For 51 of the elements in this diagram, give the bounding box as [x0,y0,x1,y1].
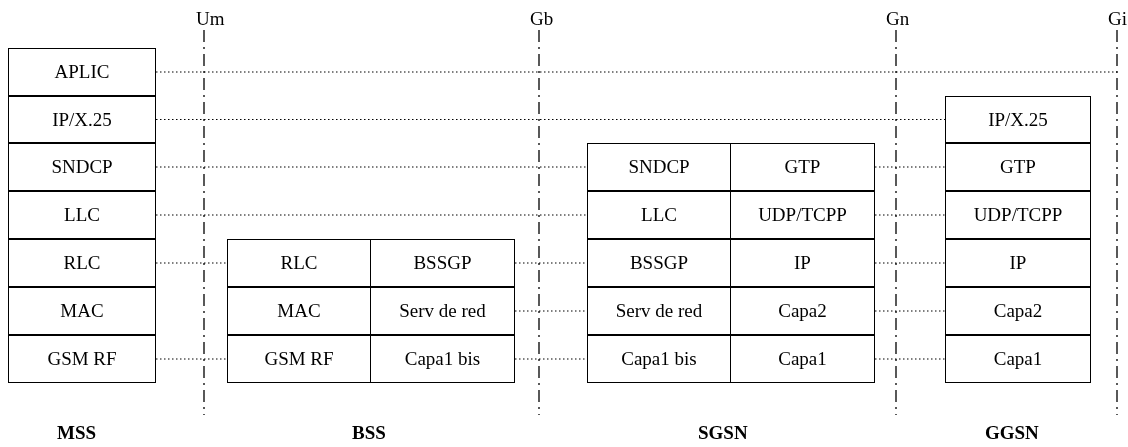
node-name: MSS [57,422,97,444]
node-name: BSS [352,422,386,444]
node-name: SGSN [698,422,748,444]
peer-link [514,262,588,264]
protocol-layer: UDP/TCPP [730,191,875,239]
protocol-layer: IP [730,239,875,287]
interface-label: Gi [1108,8,1127,30]
protocol-layer: BSSGP [587,239,731,287]
protocol-layer: SNDCP [8,143,156,191]
node-name: GGSN [985,422,1039,444]
peer-link [874,262,946,264]
protocol-layer: IP/X.25 [945,96,1091,143]
protocol-layer: IP/X.25 [8,96,156,143]
protocol-layer: GTP [945,143,1091,191]
protocol-layer: Serv de red [587,287,731,335]
protocol-layer: MAC [227,287,371,335]
interface-label: Gb [530,8,554,30]
interface-label: Um [196,8,225,30]
protocol-layer: BSSGP [370,239,515,287]
protocol-layer: Capa1 bis [370,335,515,383]
peer-link [155,214,588,216]
protocol-layer: GTP [730,143,875,191]
interface-label: Gn [886,8,910,30]
peer-link [874,358,946,360]
peer-link [514,358,588,360]
protocol-layer: GSM RF [227,335,371,383]
peer-link [874,214,946,216]
protocol-layer: Capa2 [945,287,1091,335]
protocol-layer: RLC [8,239,156,287]
peer-link [874,310,946,312]
peer-link [874,166,946,168]
protocol-layer: RLC [227,239,371,287]
protocol-layer: IP [945,239,1091,287]
peer-link [155,166,588,168]
protocol-layer: LLC [587,191,731,239]
protocol-layer: APLIC [8,48,156,96]
protocol-layer: SNDCP [587,143,731,191]
peer-link [155,262,228,264]
protocol-layer: GSM RF [8,335,156,383]
peer-link [155,71,1118,73]
protocol-layer: Capa2 [730,287,875,335]
protocol-layer: LLC [8,191,156,239]
peer-link [155,358,228,360]
protocol-layer: MAC [8,287,156,335]
protocol-layer: Capa1 [945,335,1091,383]
peer-link [514,310,588,312]
protocol-layer: Capa1 [730,335,875,383]
protocol-layer: UDP/TCPP [945,191,1091,239]
protocol-layer: Capa1 bis [587,335,731,383]
peer-link [155,118,946,121]
protocol-layer: Serv de red [370,287,515,335]
